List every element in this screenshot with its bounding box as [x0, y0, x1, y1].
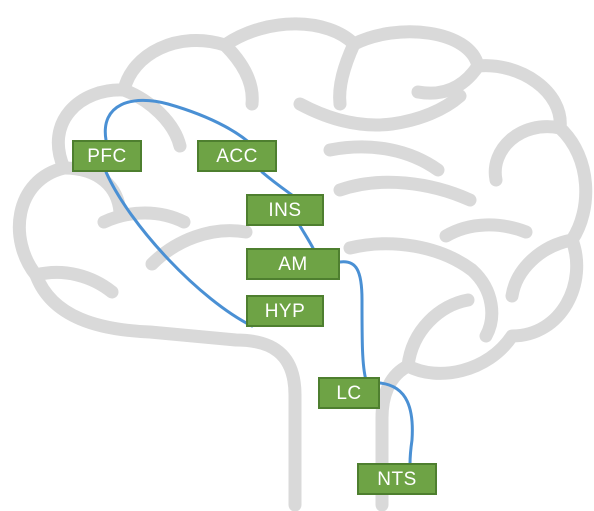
brain-outline-icon — [12, 17, 593, 511]
region-lc-box: LC — [318, 377, 380, 409]
region-nts-box: NTS — [357, 463, 437, 495]
region-acc-label: ACC — [216, 145, 258, 167]
region-lc-label: LC — [336, 382, 362, 404]
region-pfc-label: PFC — [87, 145, 127, 167]
region-pfc-box: PFC — [72, 140, 142, 172]
pathway-ins-am — [298, 224, 316, 252]
region-ins-label: INS — [268, 199, 302, 221]
pathway-pfc-hyp — [104, 170, 254, 328]
region-hyp-box: HYP — [246, 295, 324, 327]
region-acc-box: ACC — [197, 140, 277, 172]
pathway-lc-nts — [378, 381, 414, 466]
region-am-label: AM — [278, 253, 308, 275]
region-hyp-label: HYP — [264, 300, 306, 322]
region-ins-box: INS — [246, 194, 324, 226]
pathway-lines — [103, 98, 414, 466]
region-am-box: AM — [246, 248, 340, 280]
pathway-pfc-acc — [103, 98, 264, 158]
region-nts-label: NTS — [377, 468, 417, 490]
pathway-am-lc — [338, 260, 368, 382]
